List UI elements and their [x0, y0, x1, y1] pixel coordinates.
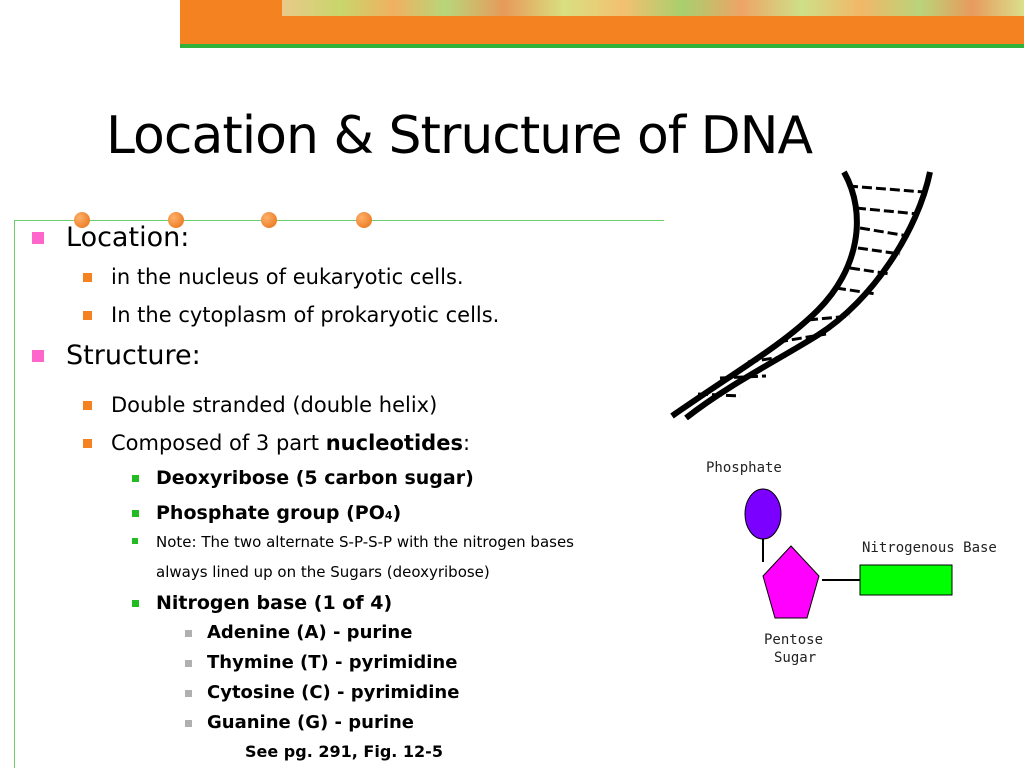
- nitrogenous-base-rect: [859, 564, 953, 596]
- bullet-cytosine: Cytosine (C) - pyrimidine: [184, 680, 459, 706]
- content-frame-left: [14, 220, 15, 768]
- phosphate-circle: [744, 488, 782, 540]
- banner-pattern: [282, 0, 1024, 16]
- phosphate-close: ): [392, 502, 402, 524]
- pentose-sugar-pentagon: [762, 545, 820, 619]
- composed-bold: nucleotides: [325, 431, 463, 455]
- decorative-dot-3: [261, 212, 277, 228]
- bullet-deoxyribose: Deoxyribose (5 carbon sugar): [132, 467, 474, 489]
- bullet-double-stranded: Double stranded (double helix): [82, 390, 437, 420]
- bullet-cytoplasm: In the cytoplasm of prokaryotic cells.: [82, 300, 499, 330]
- bullet-guanine: Guanine (G) - purine: [184, 710, 414, 736]
- phosphate-text: Phosphate group (PO: [156, 502, 385, 524]
- nitrogenous-base-label: Nitrogenous Base: [862, 540, 997, 556]
- bullet-nucleus: in the nucleus of eukaryotic cells.: [83, 262, 464, 292]
- bullet-note: Note: The two alternate S-P-S-P with the…: [132, 527, 574, 557]
- bullet-thymine: Thymine (T) - pyrimidine: [184, 650, 457, 676]
- decorative-dot-1: [74, 212, 90, 228]
- pentose-label: Pentose: [764, 632, 824, 648]
- decorative-dot-4: [356, 212, 372, 228]
- composed-suffix: :: [462, 431, 471, 455]
- bullet-nitrogen-base: Nitrogen base (1 of 4): [131, 592, 393, 614]
- bullet-composed: Composed of 3 part nucleotides:: [82, 428, 471, 458]
- composed-text: Composed of 3 part: [111, 431, 326, 455]
- bullet-location: Location:: [31, 220, 189, 256]
- figure-reference: See pg. 291, Fig. 12-5: [245, 742, 443, 761]
- bullet-structure: Structure:: [32, 338, 201, 374]
- note-continuation: always lined up on the Sugars (deoxyribo…: [156, 563, 490, 581]
- bullet-phosphate-group: Phosphate group (PO4): [131, 500, 402, 529]
- nucleotide-diagram: [744, 488, 953, 619]
- banner-accent-line: [180, 44, 1024, 48]
- phosphate-subscript: 4: [384, 509, 393, 522]
- sugar-label: Sugar: [774, 650, 817, 666]
- dna-helix-illustration: [670, 170, 933, 420]
- decorative-dot-2: [168, 212, 184, 228]
- slide-title: Location & Structure of DNA: [106, 106, 813, 166]
- bullet-adenine: Adenine (A) - purine: [184, 620, 412, 646]
- content-frame-top: [14, 220, 664, 221]
- phosphate-label: Phosphate: [706, 460, 782, 476]
